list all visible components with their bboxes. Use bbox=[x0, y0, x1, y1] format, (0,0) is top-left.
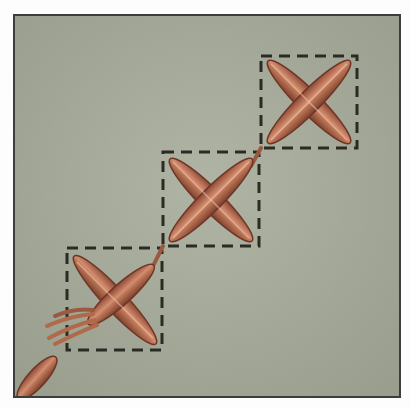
stitch-photo bbox=[13, 14, 401, 398]
stitch-illustration bbox=[15, 16, 399, 396]
